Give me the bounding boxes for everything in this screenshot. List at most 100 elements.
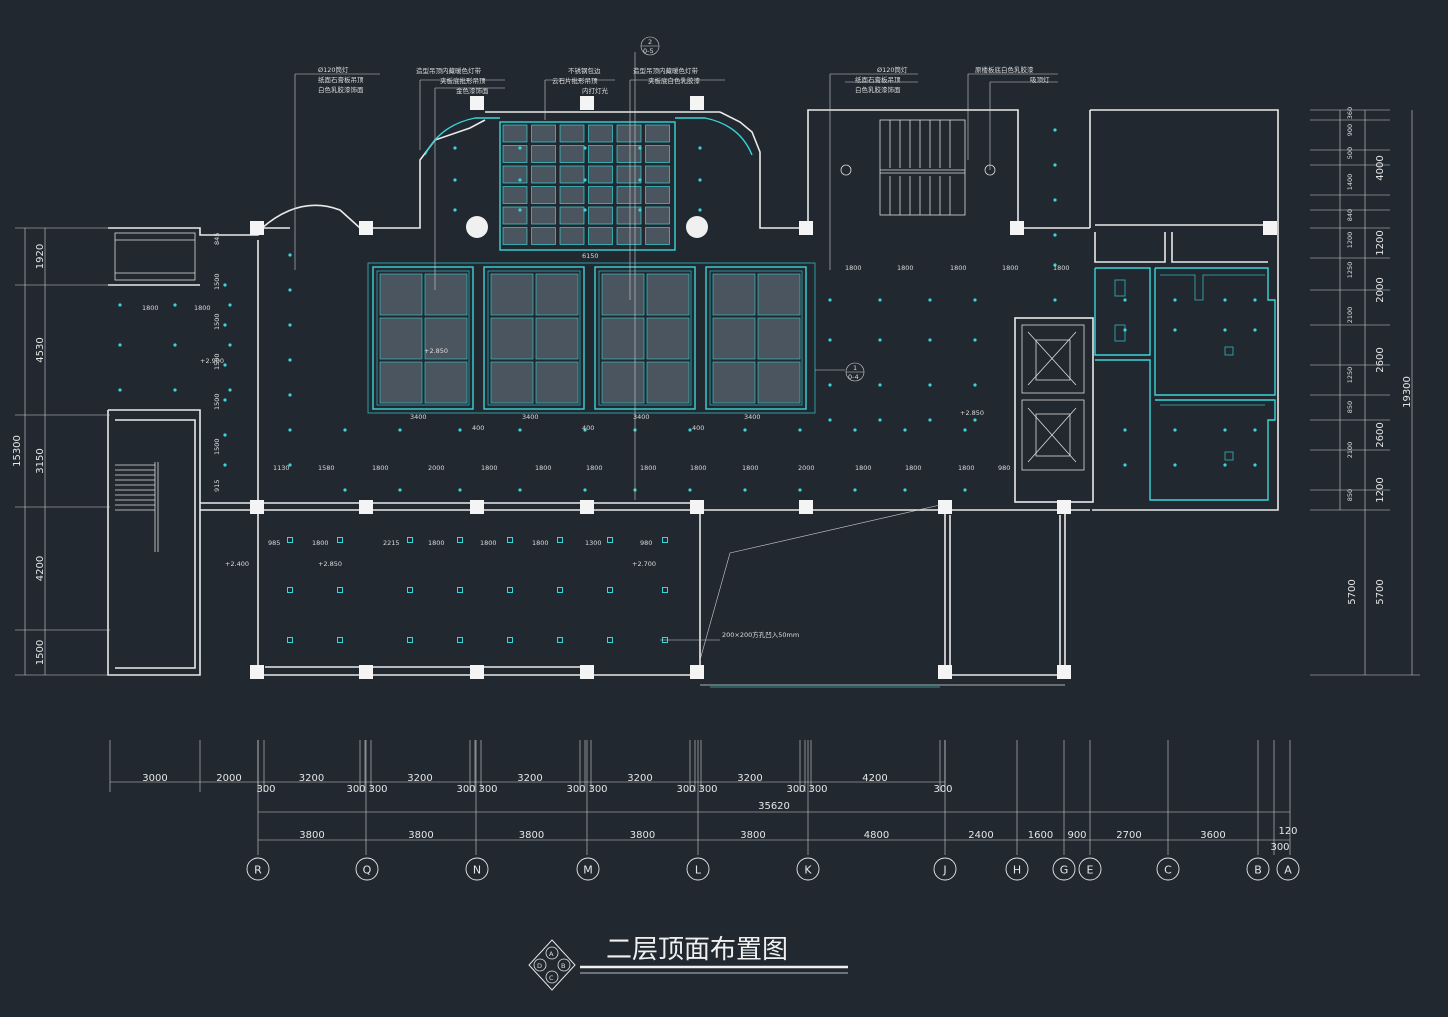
- row-spacing-label: 1800: [855, 464, 872, 472]
- dim-small-label: 300: [566, 784, 585, 795]
- dim-small-label: 300: [698, 784, 717, 795]
- square-downlight: [287, 587, 293, 593]
- row-spacing-label: 1800: [742, 464, 759, 472]
- column: [250, 665, 264, 679]
- downlight: [458, 488, 462, 492]
- left-dim-label: 1920: [35, 244, 46, 269]
- row-spacing-label: 980: [998, 464, 1010, 472]
- axis-bubble: M: [576, 857, 600, 881]
- dim-small-label: 300: [478, 784, 497, 795]
- axis-label: C: [1164, 864, 1172, 877]
- right-dim-inner-label: 1250: [1346, 262, 1354, 279]
- ceiling-grid-cell: [588, 165, 613, 184]
- downlight: [518, 146, 522, 150]
- dim-tail-label: 120: [1278, 826, 1297, 837]
- column: [580, 665, 594, 679]
- square-downlight: [607, 587, 613, 593]
- right-dim-inner-label: 500: [1346, 147, 1354, 159]
- axis-bubble: J: [933, 857, 957, 881]
- section-mark-2: 2 0-5: [640, 36, 660, 56]
- axis-circle: [246, 857, 270, 881]
- annotation-group-5: Ø120筒灯 纸面石膏板吊顶 白色乳胶漆饰面: [855, 65, 908, 94]
- downlight: [1053, 163, 1057, 167]
- ceiling-grid-cell: [616, 186, 642, 204]
- drawing-title: 二层顶面布置图: [606, 935, 788, 965]
- dim-small-label: 300: [808, 784, 827, 795]
- left-total-label: 15300: [12, 435, 23, 467]
- square-downlight: [287, 537, 293, 543]
- downlight: [1053, 298, 1057, 302]
- square-downlight: [407, 537, 413, 543]
- elevations: +2.900 +2.850 +2.400 +2.850 +2.700 +2.85…: [200, 347, 984, 568]
- annotation-group-1: Ø120筒灯 纸面石膏板吊顶 白色乳胶漆饰面: [318, 65, 364, 94]
- right-dim-mid-label: 5700: [1375, 579, 1386, 604]
- annotation-group-6: 原楼板底白色乳胶漆 吸顶灯: [975, 65, 1050, 84]
- ceiling-grid-cell: [531, 186, 556, 204]
- dim-row3-label: 2700: [1116, 830, 1141, 841]
- annotation-line: 云石片批形吊顶: [552, 76, 598, 85]
- left-dim-label: 4200: [35, 556, 46, 581]
- downlight: [343, 428, 347, 432]
- ceiling-grid-cell: [502, 186, 528, 204]
- square-downlight: [457, 537, 463, 543]
- axis-label: A: [1284, 864, 1292, 877]
- right-dim-inner-label: 1200: [1346, 232, 1354, 249]
- ceiling-grid-cell: [502, 227, 528, 245]
- square-downlight: [287, 637, 293, 643]
- downlight: [1253, 463, 1257, 467]
- downlight: [973, 338, 977, 342]
- downlight: [928, 298, 932, 302]
- downlight: [878, 383, 882, 387]
- downlight: [288, 463, 292, 467]
- axis-bubble: C: [1156, 857, 1180, 881]
- column: [359, 221, 373, 235]
- square-downlight: [557, 637, 563, 643]
- column: [1263, 221, 1277, 235]
- ceiling-panel: [705, 266, 807, 410]
- row-spacing-label: 1800: [532, 539, 549, 547]
- dim-row3-label: 2400: [968, 830, 993, 841]
- panel-cell: [424, 361, 468, 404]
- downlight: [698, 208, 702, 212]
- downlight: [698, 178, 702, 182]
- wall-outline: [107, 109, 1279, 688]
- axis-bubble: E: [1078, 857, 1102, 881]
- vertical-spacing-label: 915: [213, 480, 221, 492]
- column: [690, 500, 704, 514]
- row-spacing-label: 1800: [690, 464, 707, 472]
- downlight: [638, 208, 642, 212]
- section-mark-1: 1 0-4: [845, 362, 865, 382]
- axis-bubble: L: [686, 857, 710, 881]
- ceiling-grid-top: [424, 117, 753, 251]
- downlight: [288, 428, 292, 432]
- svg-text:1800: 1800: [950, 264, 967, 272]
- stair-top: [840, 119, 996, 216]
- ceiling-grid-cell: [502, 124, 528, 143]
- downlight: [828, 418, 832, 422]
- vertical-spacing-label: 1500: [213, 273, 221, 290]
- downlight: [288, 288, 292, 292]
- row-spacing-label: 980: [640, 539, 652, 547]
- panel-cell: [646, 361, 690, 404]
- downlight: [853, 488, 857, 492]
- row-spacing-label: 1800: [372, 464, 389, 472]
- column: [250, 221, 264, 235]
- downlight: [903, 428, 907, 432]
- ceiling-grid-cell: [502, 206, 528, 225]
- column: [359, 665, 373, 679]
- downlight: [583, 428, 587, 432]
- panel-cell: [646, 317, 690, 360]
- right-dimensions: 3609005001400840120012502100125085021008…: [1310, 107, 1420, 676]
- svg-text:2: 2: [648, 38, 652, 46]
- downlight: [1053, 263, 1057, 267]
- downlight: [688, 488, 692, 492]
- downlight: [1053, 128, 1057, 132]
- right-dim-mid-label: 4000: [1375, 155, 1386, 180]
- row-spacing-label: 1800: [428, 539, 445, 547]
- dim-small-label: 300: [368, 784, 387, 795]
- square-downlight: [507, 587, 513, 593]
- dim-row3-label: 4800: [864, 830, 889, 841]
- downlight: [453, 146, 457, 150]
